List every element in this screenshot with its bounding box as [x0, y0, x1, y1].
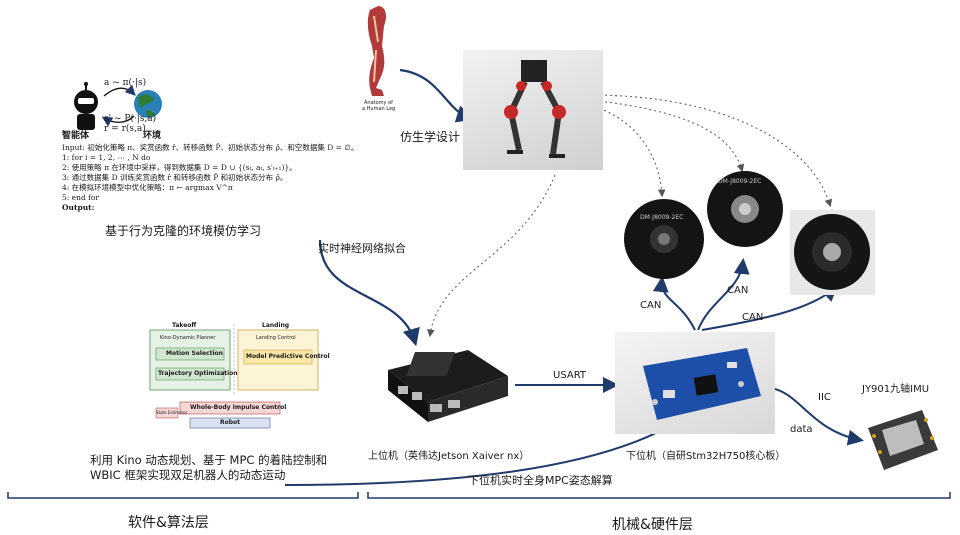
planner-wbic: Whole-Body Impulse Control: [190, 404, 287, 411]
arrow-leg-to-jetson: [427, 174, 556, 338]
iic-label: IIC: [818, 392, 831, 403]
algorithm-line: Output:: [62, 203, 95, 212]
planner-estimator: State Estimator: [156, 410, 188, 415]
imu-module-image: [868, 410, 938, 470]
mpc-solve-label: 下位机实时全身MPC姿态解算: [468, 474, 613, 487]
arrow-can-2: [697, 258, 750, 331]
jetson-board-image: [388, 350, 508, 422]
data-label: data: [790, 424, 813, 435]
can-label-3: CAN: [742, 312, 764, 323]
lower-computer-label: 下位机（自研Stm32H750核心板）: [626, 451, 786, 462]
arrow-leg-to-motor-1: [589, 104, 666, 198]
algorithm-line: Input: 初始化策略 π、奖赏函数 r̂、转移函数 P̂、初始状态分布 ρ̂…: [62, 143, 359, 152]
software-caption-1: 利用 Kino 动态规划、基于 MPC 的着陆控制和: [90, 453, 328, 467]
transition-formula: s' ~ P(·|s,a): [104, 114, 157, 124]
hardware-layer-label: 机械&硬件层: [612, 517, 693, 533]
algorithm-line: 5: end for: [62, 193, 100, 202]
motor-1-image: [624, 199, 704, 279]
reward-formula: r = r(s,a): [104, 124, 146, 134]
stm32-board-image: [615, 332, 775, 434]
arrow-leg-to-motor-2: [589, 99, 745, 173]
planner-mpc: Model Predictive Control: [246, 353, 330, 360]
anatomy-leg-image: [367, 6, 386, 96]
can-label-1: CAN: [640, 300, 662, 311]
bracket-software: [7, 492, 359, 499]
anatomy-caption-1: Anatomy of: [364, 100, 393, 106]
arrow-mpc-solve: [284, 417, 684, 486]
anatomy-caption-2: a Human Leg: [362, 106, 396, 112]
arrow-iic: [769, 387, 864, 446]
bracket-hardware: [367, 492, 951, 499]
planner-landing-control: Landing Control: [256, 335, 296, 341]
planner-trajectory-optimization: Trajectory Optimization: [158, 370, 238, 377]
planner-block: Takeoff Landing Kino-Dynamic Planner Mot…: [142, 322, 330, 430]
arrow-nn-to-jetson: [318, 239, 420, 347]
algorithm-line: 2: 使用策略 π 在环境中采样，得到数据集 D = D ∪ {(sₜ, aₜ,…: [62, 163, 297, 172]
algorithm-line: 3: 通过数据集 D 训练奖赏函数 r̂ 和转移函数 P̂ 和初始状态分布 ρ̂…: [62, 173, 288, 182]
motor-1-label: DM-J8009-2EC: [640, 214, 684, 221]
agent-label: 智能体: [62, 131, 90, 141]
can-label-2: CAN: [727, 285, 749, 296]
planner-robot: Robot: [220, 419, 241, 426]
planner-landing: Landing: [262, 322, 290, 329]
motor-2-image: [707, 171, 783, 247]
arrow-anatomy-to-leg: [399, 68, 475, 123]
nn-fitting-label: 实时神经网络拟合: [318, 242, 406, 255]
motor-2-label: DM-J8009-2EC: [718, 178, 762, 185]
algorithm-line: 1: for i = 1, 2, ⋯ , N do: [62, 153, 151, 162]
planner-kino-title: Kino-Dynamic Planner: [160, 335, 216, 341]
arrow-leg-to-motor-3: [589, 94, 833, 208]
bionic-leg-image: [463, 50, 603, 170]
algorithm-block: Input: 初始化策略 π、奖赏函数 r̂、转移函数 P̂、初始状态分布 ρ̂…: [62, 143, 362, 213]
policy-formula: a ~ π(·|s): [104, 78, 147, 88]
rl-caption: 基于行为克隆的环境模仿学习: [105, 224, 262, 238]
env-label: 环境: [143, 131, 162, 141]
usart-label: USART: [553, 370, 587, 381]
software-layer-label: 软件&算法层: [128, 515, 209, 531]
arrow-can-1: [652, 276, 696, 331]
planner-takeoff: Takeoff: [172, 322, 197, 329]
motor-3-image: [790, 210, 875, 295]
agent-robot-icon: [74, 82, 162, 130]
algorithm-line: 4: 在模拟环境模型中优化策略：π ← argmax V^π: [62, 183, 233, 192]
bionic-design-label: 仿生学设计: [400, 130, 461, 144]
upper-computer-label: 上位机（英伟达Jetson Xaiver nx）: [368, 451, 530, 462]
imu-label: JY901九轴IMU: [862, 384, 930, 395]
software-caption-2: WBIC 框架实现双足机器人的动态运动: [90, 468, 286, 482]
planner-motion-selection: Motion Selection: [166, 350, 223, 357]
